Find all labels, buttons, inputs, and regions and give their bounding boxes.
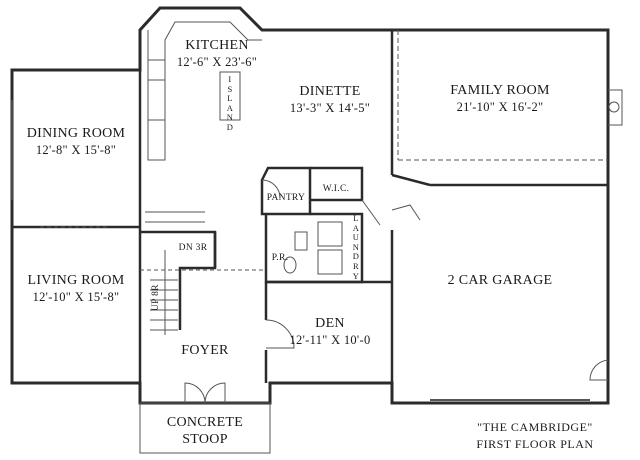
kitchen-name: KITCHEN xyxy=(185,38,249,53)
kitchen-counter xyxy=(147,21,262,161)
plan-title-line2: FIRST FLOOR PLAN xyxy=(476,437,594,451)
exterior-walls xyxy=(10,6,610,405)
stair-down-label: DN 3R xyxy=(178,243,208,253)
pantry-label: PANTRY xyxy=(266,193,306,203)
garage-side-door xyxy=(589,359,609,381)
thin-lines xyxy=(11,21,623,454)
dining-room-dims: 12'-8" X 15'-8" xyxy=(35,143,117,157)
pantry-door xyxy=(261,179,281,199)
dinette-dims: 13'-3" X 14'-5" xyxy=(289,101,371,115)
front-door-right xyxy=(204,382,226,404)
powder-room-label: P.R. xyxy=(271,253,289,263)
garage-name: 2 CAR GARAGE xyxy=(447,273,553,288)
den-dims: 12'-11" X 10'-0 xyxy=(289,333,371,347)
toilet xyxy=(283,256,297,274)
pr-wall xyxy=(264,214,310,284)
stove xyxy=(147,59,166,81)
wic-label: W.I.C. xyxy=(322,184,350,194)
living-room-name: LIVING ROOM xyxy=(27,273,125,288)
stair-treads xyxy=(150,279,178,331)
den-name: DEN xyxy=(315,316,345,331)
stoop-name-line2: STOOP xyxy=(182,432,228,447)
den-door xyxy=(265,319,295,349)
kitchen-dims: 12'-6" X 23'-6" xyxy=(176,55,258,69)
laundry-label: L A U N D R Y xyxy=(352,213,360,281)
garage-entry-door xyxy=(391,204,421,221)
fireplace-hearth xyxy=(608,101,620,113)
dinette-name: DINETTE xyxy=(299,84,361,99)
dining-room-name: DINING ROOM xyxy=(26,126,126,141)
island-outline xyxy=(219,71,241,121)
stair-upper-treads xyxy=(145,211,205,223)
living-room-dims: 12'-10" X 15'-8" xyxy=(32,290,120,304)
fireplace xyxy=(608,89,623,126)
pr-sink xyxy=(294,231,308,251)
dryer xyxy=(317,249,343,275)
front-door-left xyxy=(184,382,206,404)
pantry-wall xyxy=(260,166,312,216)
garage-angle-wall xyxy=(391,173,431,187)
wic-wall xyxy=(310,166,364,202)
family-room-dims: 21'-10" X 16'-2" xyxy=(456,100,544,114)
laundry-door xyxy=(361,199,381,226)
outer-wall-outline xyxy=(10,6,610,405)
island-label: I S L A N D xyxy=(226,74,234,132)
interior-walls xyxy=(12,30,608,403)
stoop-name-line1: CONCRETE xyxy=(166,415,244,430)
stair-up-label: UP 8R xyxy=(151,284,161,311)
foyer-name: FOYER xyxy=(181,343,229,358)
plan-title-line1: "THE CAMBRIDGE" xyxy=(477,420,593,434)
family-room-name: FAMILY ROOM xyxy=(450,83,550,98)
washer xyxy=(317,221,343,247)
